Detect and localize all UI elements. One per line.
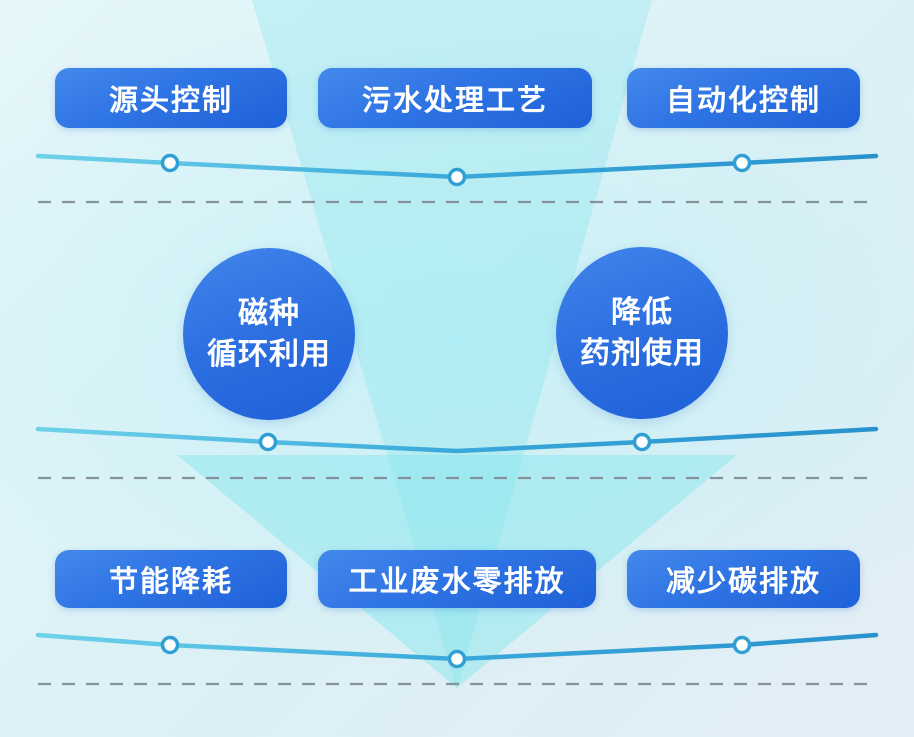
stage-pill-label: 源头控制: [108, 85, 233, 117]
timeline-middle: [35, 426, 879, 454]
timeline-node-icon: [160, 635, 180, 655]
stage-pill-reduce-carbon-emissions: 减少碳排放: [627, 550, 860, 608]
timeline-node-icon: [160, 153, 180, 173]
timeline-node-icon: [447, 649, 467, 669]
stage-pill-zero-wastewater-discharge: 工业废水零排放: [318, 550, 596, 608]
timeline-bottom: [35, 632, 879, 669]
timeline-node-icon: [632, 432, 652, 452]
process-circle-magnetic-seed-recycling: 磁种 循环利用: [183, 248, 355, 420]
timeline-node-icon: [447, 167, 467, 187]
stage-pill-sewage-treatment-process: 污水处理工艺: [318, 68, 592, 128]
stage-pill-energy-saving: 节能降耗: [55, 550, 287, 608]
stage-pill-label: 减少碳排放: [665, 566, 821, 598]
timeline-top: [35, 153, 879, 187]
stage-pill-label: 节能降耗: [108, 566, 233, 598]
circle-label-line2: 循环利用: [207, 338, 331, 371]
circle-label-line1: 降低: [611, 296, 673, 329]
timeline-node-icon: [732, 635, 752, 655]
stage-pill-automation-control: 自动化控制: [627, 68, 860, 128]
stage-pill-label: 污水处理工艺: [361, 85, 548, 117]
timeline-node-icon: [732, 153, 752, 173]
stage-pill-source-control: 源头控制: [55, 68, 287, 128]
stage-pill-label: 自动化控制: [665, 85, 821, 117]
stage-pill-label: 工业废水零排放: [348, 566, 566, 598]
circle-label-line2: 药剂使用: [580, 337, 704, 370]
timeline-node-icon: [258, 432, 278, 452]
circle-label-line1: 磁种: [238, 297, 300, 330]
process-circle-reduce-chemical-use: 降低 药剂使用: [556, 247, 728, 419]
